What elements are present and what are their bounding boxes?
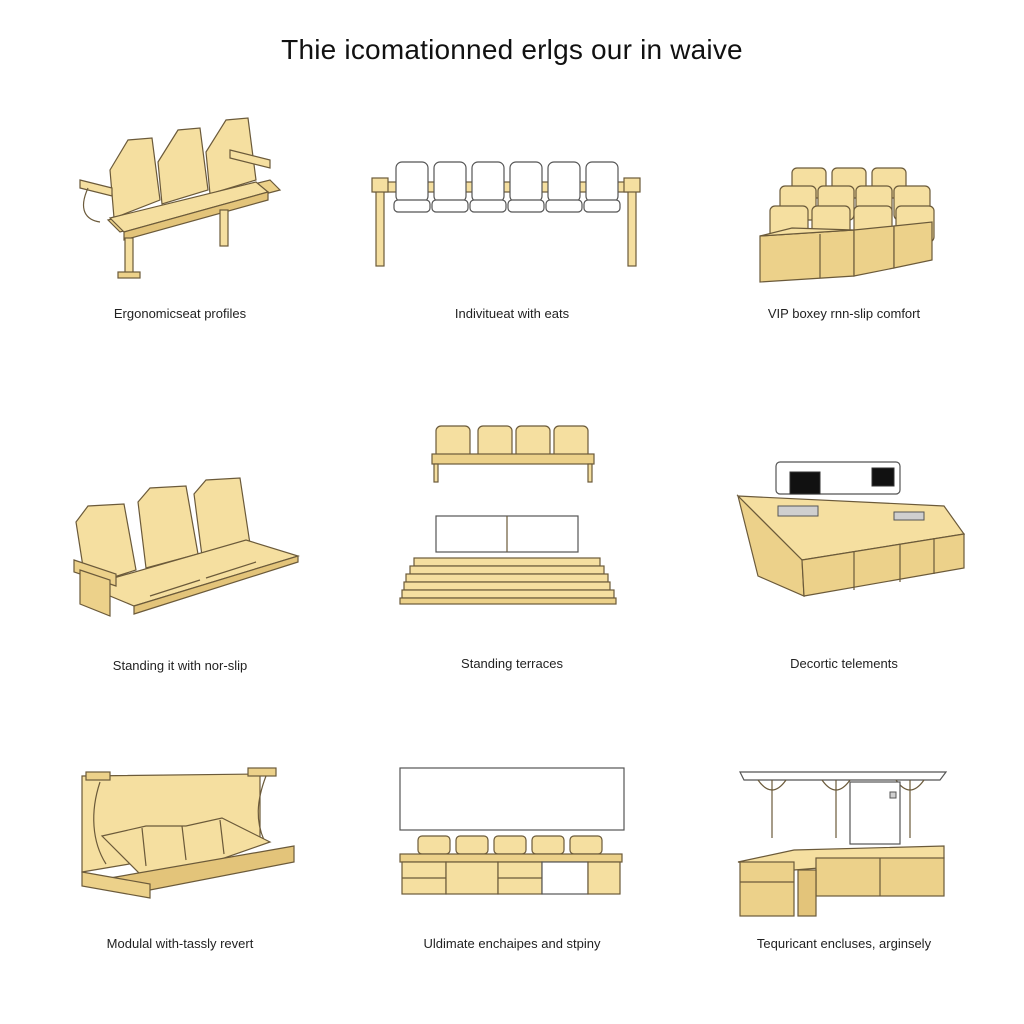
item-card-2: Indivitueat with eats (362, 90, 662, 390)
item-caption: Tequricant encluses, arginsely (756, 936, 932, 951)
item-caption: Uldimate enchaipes and stpiny (423, 936, 601, 951)
item-card-8: Uldimate enchaipes and stpiny (362, 722, 662, 1022)
item-caption: VIP boxey rnn-slip comfort (767, 306, 921, 321)
item-caption: Standing terraces (461, 656, 563, 671)
bench-seating-illustration (30, 410, 330, 660)
cabinet-row-illustration (362, 722, 662, 972)
modular-bench-illustration (30, 722, 330, 972)
item-caption: Modulal with-tassly revert (106, 936, 254, 951)
item-card-3: VIP boxey rnn-slip comfort (694, 90, 994, 390)
item-caption: Standing it with nor-slip (112, 658, 248, 673)
item-card-7: Modulal with-tassly revert (30, 722, 330, 1022)
item-card-5: Standing terraces (362, 410, 662, 710)
item-card-4: Standing it with nor-slip (30, 410, 330, 710)
vip-box-illustration (694, 90, 994, 340)
item-card-9: Tequricant encluses, arginsely (694, 722, 994, 1022)
item-caption: Decortic telements (790, 656, 898, 671)
terrace-illustration (362, 410, 662, 660)
item-card-1: Ergonomicseat profiles (30, 90, 330, 390)
row-seating-illustration (362, 90, 662, 340)
bench-seating-illustration (30, 90, 330, 340)
item-caption: Indivitueat with eats (454, 306, 570, 321)
item-caption: Ergonomicseat profiles (113, 306, 247, 321)
control-desk-illustration (694, 410, 994, 660)
canopy-desk-illustration (694, 722, 994, 972)
item-card-6: Decortic telements (694, 410, 994, 710)
page-title: Thie icomationned erlgs our in waive (281, 34, 743, 65)
